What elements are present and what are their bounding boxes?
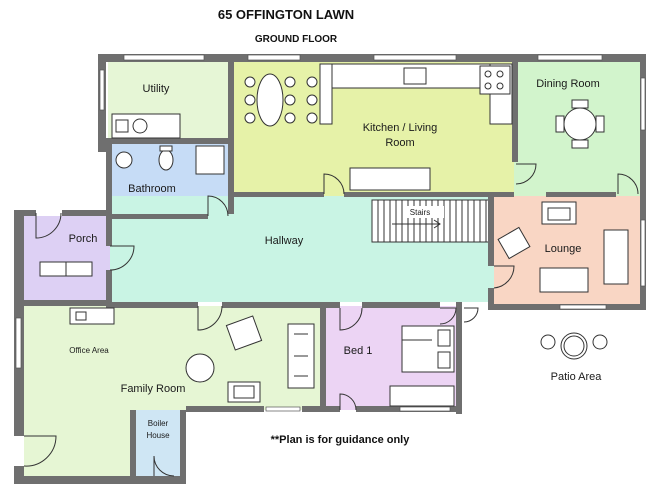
guidance-note: **Plan is for guidance only xyxy=(271,434,411,446)
stairs xyxy=(371,199,493,243)
family-fixtures xyxy=(69,307,315,403)
label-boiler-line2: House xyxy=(146,431,170,440)
lounge-fixtures xyxy=(497,201,629,293)
family-floor xyxy=(24,306,324,476)
dining-fixtures xyxy=(555,99,605,149)
label-dining: Dining Room xyxy=(536,78,600,90)
boiler-floor xyxy=(136,410,186,476)
label-patio: Patio Area xyxy=(551,371,603,383)
label-office: Office Area xyxy=(69,346,109,355)
label-lounge: Lounge xyxy=(545,243,582,255)
plan-subtitle: GROUND FLOOR xyxy=(255,34,338,45)
kitchen-fixtures xyxy=(244,63,513,191)
doors xyxy=(23,163,639,477)
label-hallway: Hallway xyxy=(265,235,304,247)
label-bed1: Bed 1 xyxy=(344,345,373,357)
label-bathroom: Bathroom xyxy=(128,183,176,195)
bed1-fixtures xyxy=(389,325,455,407)
label-kitchen-line1: Kitchen / Living xyxy=(363,122,438,134)
bathroom-fixtures xyxy=(115,145,225,175)
patio-fixtures xyxy=(540,332,608,360)
label-stairs: Stairs xyxy=(410,208,430,217)
porch-fixtures xyxy=(39,261,93,277)
plan-title: 65 OFFINGTON LAWN xyxy=(218,7,354,22)
porch-floor xyxy=(24,216,110,302)
windows xyxy=(15,54,646,412)
utility-fixtures xyxy=(111,113,181,139)
label-family: Family Room xyxy=(121,383,186,395)
label-kitchen-line2: Room xyxy=(385,137,414,149)
label-porch: Porch xyxy=(69,233,98,245)
label-boiler-line1: Boiler xyxy=(148,419,169,428)
label-utility: Utility xyxy=(143,83,170,95)
